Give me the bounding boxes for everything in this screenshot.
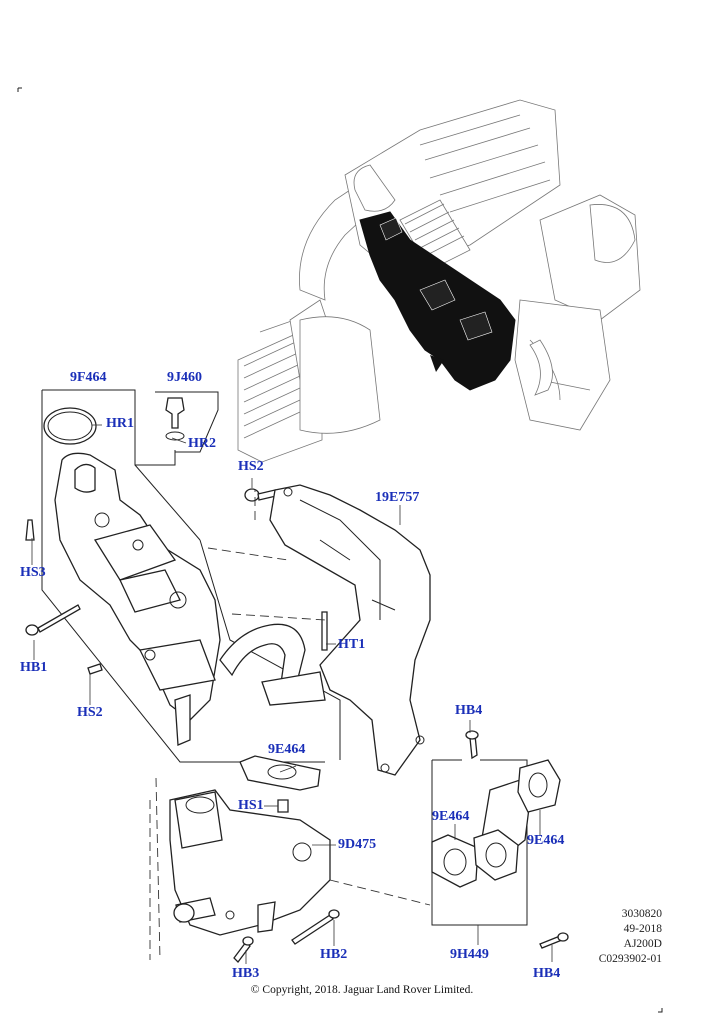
stud-ht1: [321, 611, 328, 651]
callout-hs3[interactable]: HS3: [20, 565, 46, 580]
bolt-hb3: [233, 941, 251, 963]
callout-9h449[interactable]: 9H449: [450, 947, 489, 962]
reference-line-1: 3030820: [621, 908, 662, 920]
callout-hs1[interactable]: HS1: [238, 798, 264, 813]
callout-hb1[interactable]: HB1: [20, 660, 48, 675]
gasket-9e464-left: [431, 834, 479, 888]
reference-line-4: C0293902-01: [598, 953, 662, 965]
bolt-hs1: [277, 799, 289, 813]
reference-line-3: AJ200D: [623, 938, 662, 950]
bolt-hs3: [25, 519, 35, 541]
corner-mark-bottom-right: [658, 1008, 663, 1013]
callout-hb4-top[interactable]: HB4: [455, 703, 483, 718]
callout-9e464-mid[interactable]: 9E464: [268, 742, 306, 757]
egr-pipe-19e757: [269, 484, 431, 776]
copyright-notice: © Copyright, 2018. Jaguar Land Rover Lim…: [250, 984, 474, 996]
gasket-9e464-right: [517, 759, 561, 813]
callout-19e757[interactable]: 19E757: [375, 490, 420, 505]
callout-9e464-left[interactable]: 9E464: [432, 809, 470, 824]
callout-hs2-top[interactable]: HS2: [238, 459, 264, 474]
o-ring-hr1: [43, 407, 97, 445]
callout-9j460[interactable]: 9J460: [167, 370, 202, 385]
bolt-hb1: [37, 604, 81, 633]
temperature-sensor-9j460: [165, 397, 185, 429]
gasket-9e464-mid: [239, 755, 321, 791]
callout-hr2[interactable]: HR2: [188, 436, 216, 451]
callout-9e464-right[interactable]: 9E464: [527, 833, 565, 848]
callout-hs2-mid[interactable]: HS2: [77, 705, 103, 720]
egr-pipe-group-9h449: [431, 730, 561, 926]
reference-line-2: 49-2018: [623, 923, 662, 935]
callout-hb2[interactable]: HB2: [320, 947, 348, 962]
egr-valve-9d475: [169, 789, 331, 936]
bolt-hs2-mid: [87, 663, 103, 675]
bolt-hs2-top: [244, 488, 260, 502]
corner-mark-top-left: [17, 87, 22, 92]
callout-9f464[interactable]: 9F464: [70, 370, 107, 385]
callout-hb4-bottom[interactable]: HB4: [533, 966, 561, 981]
callout-hr1[interactable]: HR1: [106, 416, 134, 431]
egr-cooler-group: [41, 389, 341, 763]
bolt-hb2: [291, 914, 334, 945]
callout-ht1[interactable]: HT1: [338, 637, 366, 652]
engine-overview-illustration: [237, 99, 641, 463]
callout-9d475[interactable]: 9D475: [338, 837, 377, 852]
reference-block: 3030820 49-2018 AJ200D C0293902-01: [560, 907, 662, 967]
callout-hb3[interactable]: HB3: [232, 966, 260, 981]
